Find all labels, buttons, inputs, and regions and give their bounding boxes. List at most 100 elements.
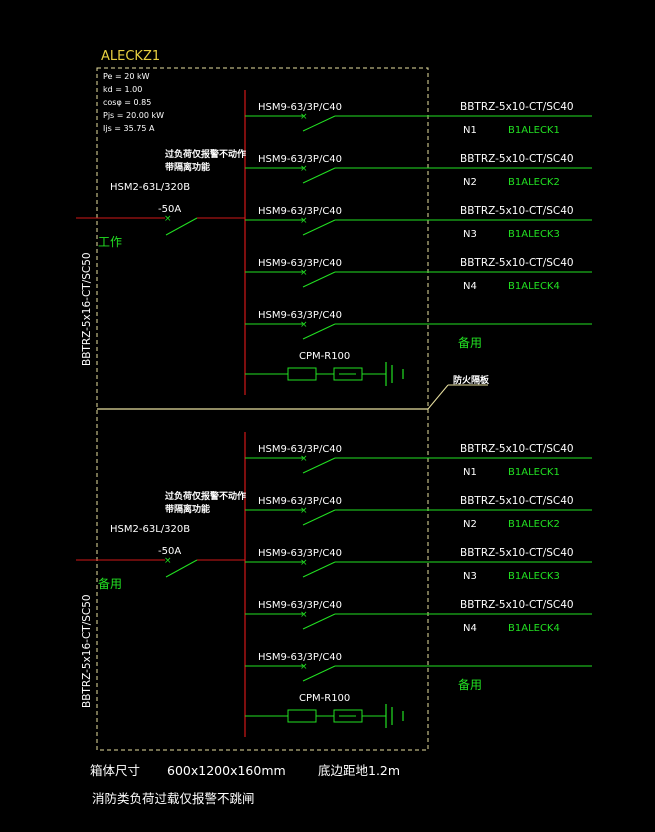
breaker-contact	[302, 323, 336, 340]
spare-circuit: ×HSM9-63/3P/C40 备用	[245, 310, 592, 350]
circuit-id: B1ALECK2	[508, 519, 560, 530]
circuit-id: B1ALECK1	[508, 467, 560, 478]
outgoing-cable-label: BBTRZ-5x10-CT/SC40	[460, 547, 574, 559]
breaker-mark: ×	[300, 454, 308, 464]
spare-label: 备用	[458, 336, 482, 350]
spd-model: CPM-R100	[299, 351, 350, 362]
breaker-mark: ×	[300, 610, 308, 620]
phase-label: N4	[463, 623, 477, 634]
breaker-contact	[302, 271, 336, 288]
outgoing-cable-label: BBTRZ-5x10-CT/SC40	[460, 495, 574, 507]
surge-protector-branch: CPM-R100	[245, 693, 404, 728]
spare-label: 备用	[458, 678, 482, 692]
breaker-contact	[302, 457, 336, 474]
main-breaker-current: -50A	[158, 546, 181, 557]
main-breaker-contact	[165, 559, 198, 578]
breaker-note-line1: 过负荷仅报警不动作	[165, 490, 246, 502]
phase-label: N3	[463, 229, 477, 240]
outgoing-cable-label: BBTRZ-5x10-CT/SC40	[460, 205, 574, 217]
section-status: 备用	[98, 577, 122, 591]
param-ijs: Ijs = 35.75 A	[103, 124, 155, 133]
breaker-contact	[302, 509, 336, 526]
phase-label: N2	[463, 177, 477, 188]
outgoing-cable-label: BBTRZ-5x10-CT/SC40	[460, 599, 574, 611]
spare-breaker-model: HSM9-63/3P/C40	[258, 652, 342, 663]
circuit-id: B1ALECK2	[508, 177, 560, 188]
param-pe: Pe = 20 kW	[103, 72, 150, 81]
box-size-value: 600x1200x160mm	[167, 763, 286, 778]
phase-label: N1	[463, 125, 477, 136]
branch-breaker-model: HSM9-63/3P/C40	[258, 496, 342, 507]
breaker-note-line2: 带隔离功能	[165, 503, 210, 515]
branch-breaker-model: HSM9-63/3P/C40	[258, 154, 342, 165]
main-breaker-current: -50A	[158, 204, 181, 215]
breaker-mark: ×	[300, 662, 308, 672]
outgoing-cable-label: BBTRZ-5x10-CT/SC40	[460, 101, 574, 113]
branch-breaker-model: HSM9-63/3P/C40	[258, 600, 342, 611]
branch-breaker-model: HSM9-63/3P/C40	[258, 258, 342, 269]
phase-label: N3	[463, 571, 477, 582]
breaker-mark: ×	[300, 320, 308, 330]
breaker-mark: ×	[300, 216, 308, 226]
breaker-contact	[302, 665, 336, 682]
phase-label: N4	[463, 281, 477, 292]
spare-circuit: ×HSM9-63/3P/C40 备用	[245, 652, 592, 692]
section-status: 工作	[98, 235, 122, 249]
circuit-id: B1ALECK3	[508, 229, 560, 240]
circuit-id: B1ALECK1	[508, 125, 560, 136]
outgoing-cable-label: BBTRZ-5x10-CT/SC40	[460, 443, 574, 455]
spare-breaker-model: HSM9-63/3P/C40	[258, 310, 342, 321]
breaker-note-line2: 带隔离功能	[165, 161, 210, 173]
branch-breaker-model: HSM9-63/3P/C40	[258, 548, 342, 559]
phase-label: N1	[463, 467, 477, 478]
phase-label: N2	[463, 519, 477, 530]
main-breaker-model: HSM2-63L/320B	[110, 182, 190, 193]
branch-breaker-model: HSM9-63/3P/C40	[258, 102, 342, 113]
breaker-contact	[302, 219, 336, 236]
breaker-mark: ×	[300, 558, 308, 568]
param-cosphi: cosφ = 0.85	[103, 98, 151, 107]
panel-name: ALECKZ1	[101, 49, 160, 64]
breaker-mark: ×	[300, 112, 308, 122]
fire-partition-leader	[427, 384, 449, 410]
circuit-id: B1ALECK3	[508, 571, 560, 582]
param-pjs: Pjs = 20.00 kW	[103, 111, 164, 120]
install-height: 底边距地1.2m	[318, 763, 400, 778]
outgoing-cable-label: BBTRZ-5x10-CT/SC40	[460, 257, 574, 269]
outgoing-cable-label: BBTRZ-5x10-CT/SC40	[460, 153, 574, 165]
fuse-symbol	[287, 709, 317, 723]
breaker-note-line1: 过负荷仅报警不动作	[165, 148, 246, 160]
section-working: × BBTRZ-5x16-CT/SC50 工作 HSM2-63L/320B -50A 过负…	[76, 90, 592, 395]
section-standby: × BBTRZ-5x16-CT/SC50 备用 HSM2-63L/320B -50A 过负…	[76, 432, 592, 737]
incoming-cable-label: BBTRZ-5x16-CT/SC50	[81, 252, 93, 366]
breaker-contact	[302, 115, 336, 132]
breaker-contact	[302, 613, 336, 630]
branch-breaker-model: HSM9-63/3P/C40	[258, 206, 342, 217]
main-breaker-mark: ×	[164, 556, 172, 566]
main-breaker-contact	[165, 217, 198, 236]
surge-protector-branch: CPM-R100	[245, 351, 404, 386]
branch-breaker-model: HSM9-63/3P/C40	[258, 444, 342, 455]
main-breaker-model: HSM2-63L/320B	[110, 524, 190, 535]
param-kd: kd = 1.00	[103, 85, 142, 94]
circuit-id: B1ALECK4	[508, 623, 560, 634]
box-size-label: 箱体尺寸	[90, 763, 140, 778]
incoming-cable-label: BBTRZ-5x16-CT/SC50	[81, 594, 93, 708]
breaker-contact	[302, 561, 336, 578]
breaker-mark: ×	[300, 268, 308, 278]
remark: 消防类负荷过载仅报警不跳闸	[92, 791, 255, 806]
spd-model: CPM-R100	[299, 693, 350, 704]
breaker-mark: ×	[300, 506, 308, 516]
fire-partition-label: 防火隔板	[453, 374, 490, 386]
circuit-id: B1ALECK4	[508, 281, 560, 292]
breaker-contact	[302, 167, 336, 184]
main-breaker-mark: ×	[164, 214, 172, 224]
